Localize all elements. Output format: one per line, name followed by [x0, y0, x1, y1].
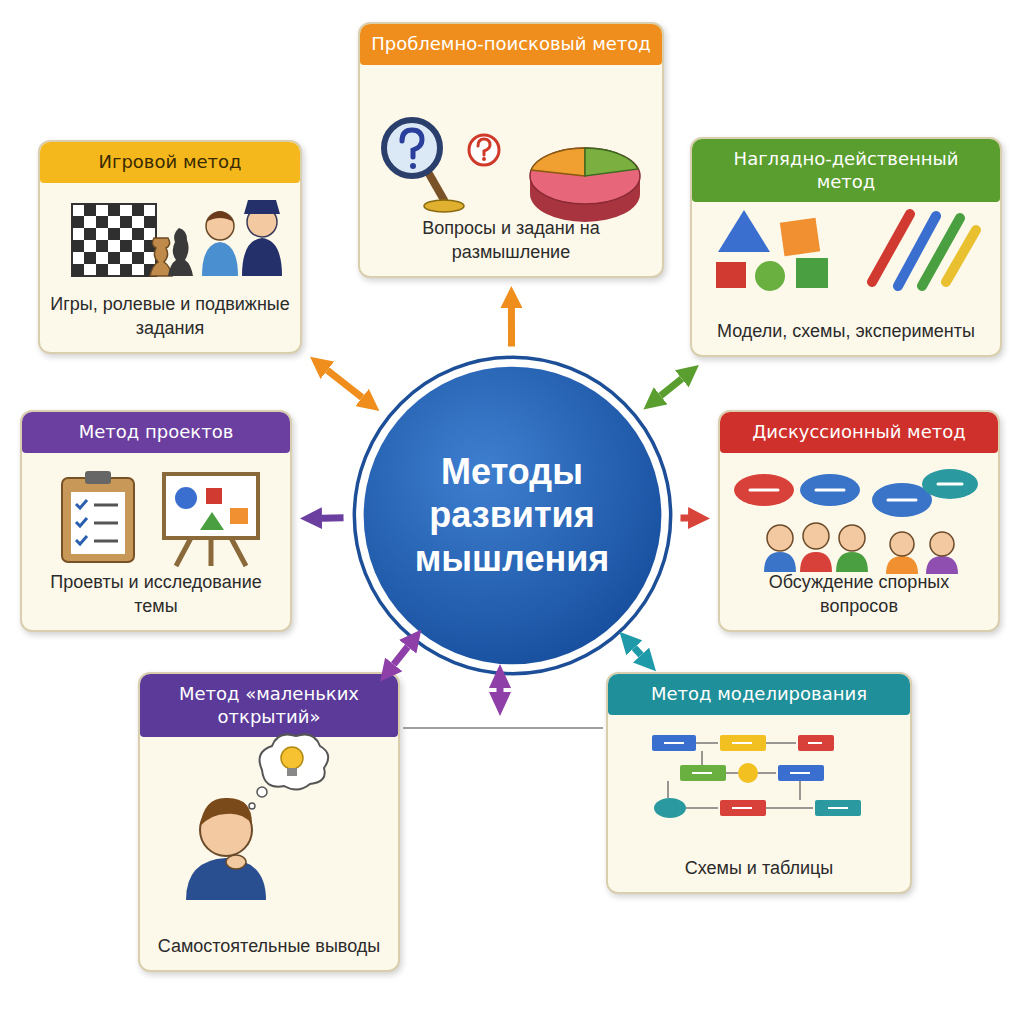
flow-node: [654, 798, 686, 818]
connector-arrow: [634, 648, 641, 655]
method-description: Игры, ролевые и подвижные задания: [40, 293, 300, 352]
square-shape: [780, 218, 820, 257]
header-band: Дискуссионный метод: [720, 412, 998, 453]
pie-illustration: [530, 148, 640, 222]
central-circle: Методы развития мышления: [352, 355, 673, 676]
connector-arrow: [680, 514, 688, 521]
method-heading: Наглядно-действенный метод: [702, 148, 990, 193]
header-band: Проблемно-поисковый метод: [360, 24, 662, 65]
method-description: Проевты и исследование темы: [22, 571, 290, 630]
triangle-shape: [200, 512, 224, 530]
header-band: Метод «маленьких открытий»: [140, 674, 398, 737]
header-band: Игровой метод: [40, 142, 300, 183]
method-heading: Игровой метод: [50, 151, 290, 174]
connector-arrow: [661, 379, 682, 396]
clipboard-illustration: [62, 471, 134, 562]
person-hat: [244, 200, 280, 214]
circle-shape: [755, 261, 785, 291]
method-description: Самостоятельные выводы: [140, 935, 398, 970]
connector-arrow: [322, 514, 344, 521]
bulb-base: [287, 768, 297, 776]
connector-layer: [322, 308, 688, 728]
pie-top: [530, 148, 640, 204]
child-head: [767, 525, 793, 551]
method-description: Схемы и таблицы: [608, 857, 910, 892]
question-symbol: [478, 139, 490, 155]
question-dot: [482, 157, 486, 161]
person-head: [206, 212, 234, 240]
square-shape: [230, 508, 248, 524]
connector-arrow: [394, 647, 408, 665]
easel-board: [164, 474, 258, 538]
decor-arrow-head: [489, 692, 511, 716]
question-symbol: [402, 130, 422, 157]
child-head: [890, 532, 914, 556]
method-box: Метод моделированияСхемы и таблицы: [606, 672, 912, 894]
header-band: Наглядно-действенный метод: [692, 139, 1000, 202]
method-description: Модели, схемы, эксперименты: [692, 320, 1000, 355]
child-head: [839, 525, 865, 551]
method-heading: Метод проектов: [32, 421, 280, 444]
light-bulb: [281, 747, 303, 769]
thought-dot: [249, 803, 255, 809]
flow-node: [738, 763, 758, 783]
square-shape: [716, 262, 746, 288]
connector-line: [403, 727, 603, 729]
header-band: Метод моделирования: [608, 674, 910, 715]
child-head: [803, 523, 829, 549]
method-heading: Проблемно-поисковый метод: [370, 33, 652, 56]
connector-arrow: [508, 308, 515, 347]
boy-hand: [226, 855, 246, 869]
clipboard: [62, 478, 134, 562]
bubble-lines: [750, 484, 962, 500]
chess-board: [72, 204, 156, 276]
square-shape: [796, 258, 828, 288]
header-band: Метод проектов: [22, 412, 290, 453]
magnifier-base: [424, 200, 464, 212]
central-title: Методы развития мышления: [352, 450, 673, 580]
question-bubble: [469, 135, 499, 165]
method-description: Обсуждение спорных вопросов: [720, 571, 998, 630]
method-heading: Метод моделирования: [618, 683, 900, 706]
child-head: [930, 532, 954, 556]
clipboard-paper: [71, 492, 125, 554]
clipboard-clip: [85, 471, 111, 484]
question-dot: [410, 163, 416, 169]
method-description: Вопросы и задани на размышление: [360, 217, 662, 276]
check-marks: [76, 500, 87, 544]
connector-arrow: [327, 370, 362, 397]
method-heading: Дискуссионный метод: [730, 421, 988, 444]
magnifier-lens: [384, 120, 440, 176]
circle-shape: [175, 487, 197, 509]
method-box: Метод «маленьких открытий» Самостоятельны…: [138, 672, 400, 972]
thought-dot: [257, 787, 267, 797]
method-box: Дискуссионный методОбсуждение спорных во…: [718, 410, 1000, 632]
method-heading: Метод «маленьких открытий»: [150, 683, 388, 728]
chess-squares: [72, 204, 156, 276]
square-shape: [206, 488, 222, 504]
list-lines: [94, 505, 118, 541]
